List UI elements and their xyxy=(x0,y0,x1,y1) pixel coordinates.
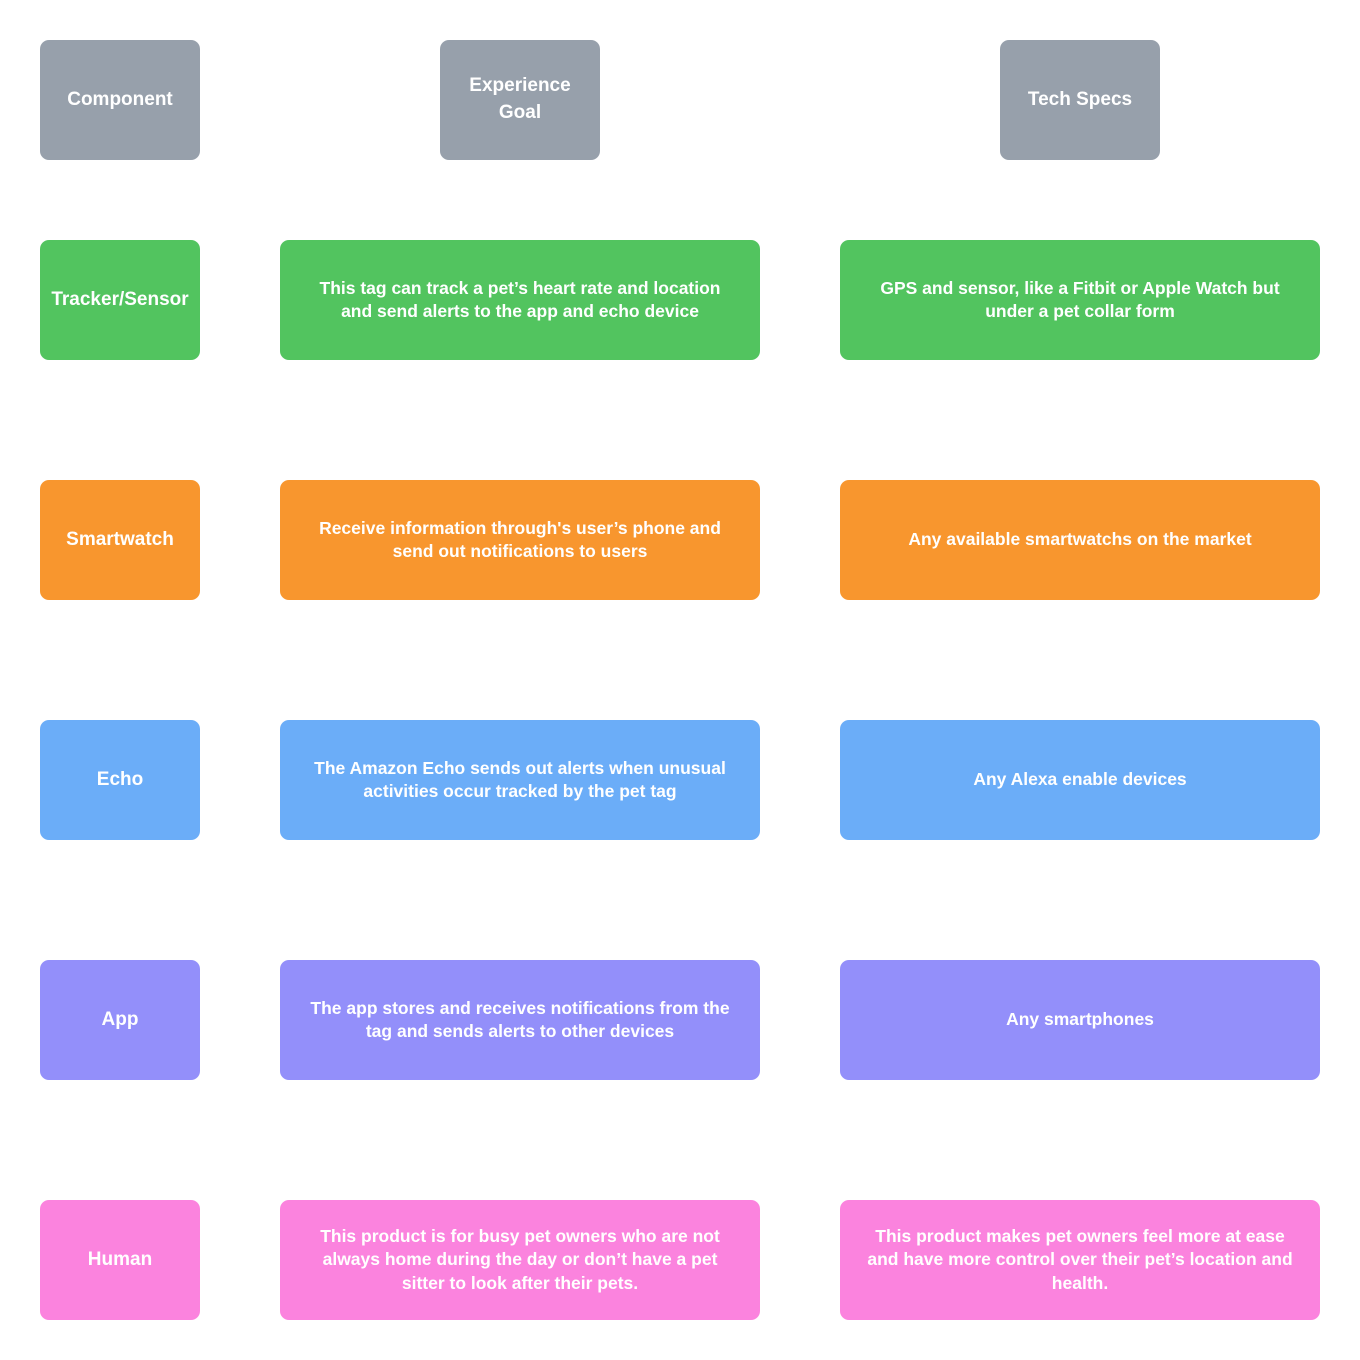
row-tracker-sensor-experience-goal: This tag can track a pet’s heart rate an… xyxy=(280,240,760,360)
row-app-experience-goal: The app stores and receives notification… xyxy=(280,960,760,1080)
row-smartwatch-tech-specs: Any available smartwatchs on the market xyxy=(840,480,1320,600)
row-human-tech-specs: This product makes pet owners feel more … xyxy=(840,1200,1320,1320)
row-human-experience-goal: This product is for busy pet owners who … xyxy=(280,1200,760,1320)
row-echo-tech-specs: Any Alexa enable devices xyxy=(840,720,1320,840)
header-experience-goal: Experience Goal xyxy=(440,40,600,160)
row-echo-experience-goal: The Amazon Echo sends out alerts when un… xyxy=(280,720,760,840)
header-tech-specs: Tech Specs xyxy=(1000,40,1160,160)
row-smartwatch-label: Smartwatch xyxy=(40,480,200,600)
row-app-tech-specs: Any smartphones xyxy=(840,960,1320,1080)
row-tracker-sensor-tech-specs: GPS and sensor, like a Fitbit or Apple W… xyxy=(840,240,1320,360)
row-smartwatch-experience-goal: Receive information through's user’s pho… xyxy=(280,480,760,600)
row-echo-label: Echo xyxy=(40,720,200,840)
header-component: Component xyxy=(40,40,200,160)
row-human-label: Human xyxy=(40,1200,200,1320)
row-app-label: App xyxy=(40,960,200,1080)
row-tracker-sensor-label: Tracker/Sensor xyxy=(40,240,200,360)
